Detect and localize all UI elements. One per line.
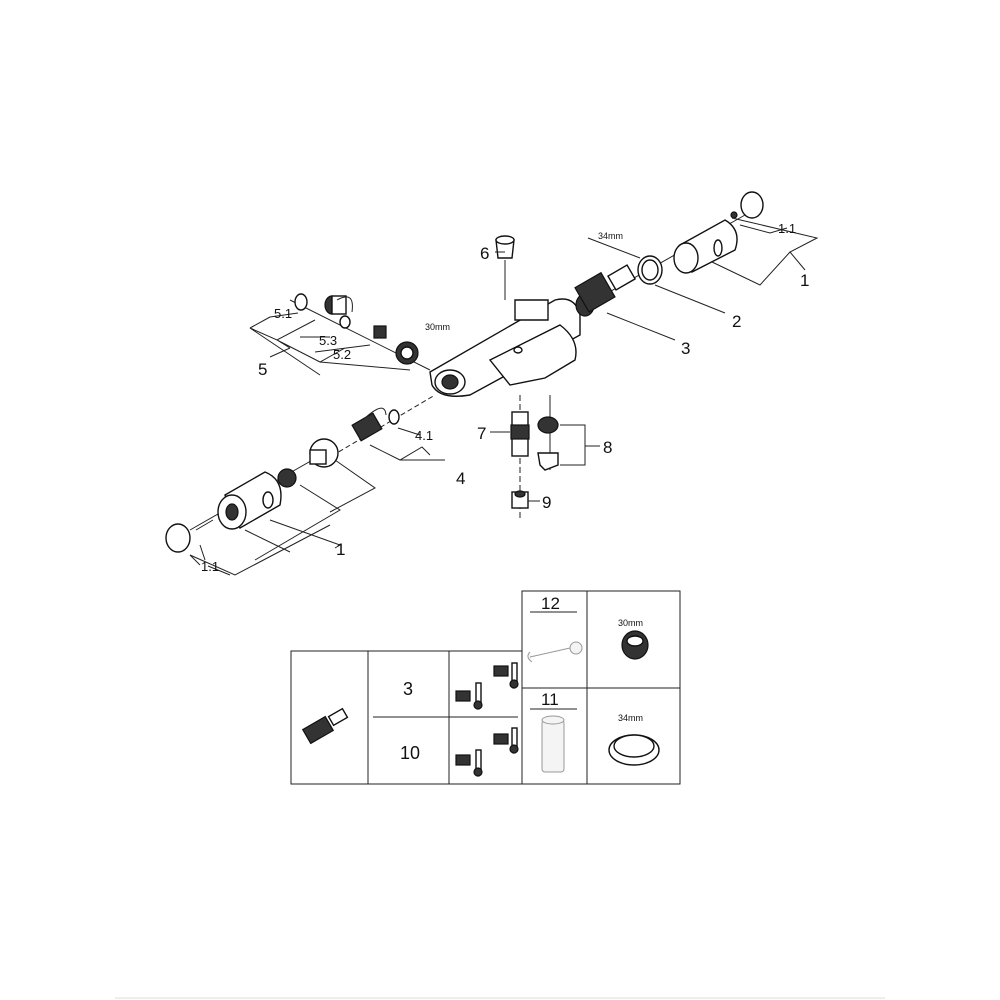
callout-5-3: 5.3	[319, 333, 337, 348]
callout-5-2: 5.2	[333, 347, 351, 362]
thermo-cartridge-3	[574, 264, 637, 317]
diverter-7	[510, 411, 530, 457]
callout-34mm: 34mm	[598, 231, 623, 241]
parts-group-5	[294, 293, 419, 365]
callout-1-1-left: 1.1	[201, 559, 219, 574]
callout-5-1: 5.1	[274, 306, 292, 321]
callout-1-left: 1	[336, 540, 345, 559]
ring-34mm-label: 34mm	[618, 713, 643, 723]
cartridge-image	[301, 707, 349, 745]
cap-6	[495, 235, 515, 259]
thermo-kit-image-10	[455, 727, 519, 777]
callout-6: 6	[480, 244, 489, 263]
wrench-icon	[527, 641, 583, 663]
nut-30mm-icon	[621, 630, 649, 660]
socket-tool-icon	[541, 715, 565, 773]
leader-lines	[189, 217, 819, 576]
diverter-8	[537, 416, 559, 471]
ring-34mm-icon	[608, 734, 660, 766]
callout-8: 8	[603, 438, 612, 457]
callout-4-1: 4.1	[415, 428, 433, 443]
callout-2: 2	[732, 312, 741, 331]
spare-parts-table: 3 10 12 11 30mm 34mm	[290, 590, 681, 785]
handle-left-1	[165, 438, 339, 553]
aerator-9	[511, 490, 529, 509]
nut-34mm-2	[637, 255, 663, 285]
cap-right-1-1	[730, 191, 764, 219]
callout-30mm: 30mm	[425, 322, 450, 332]
handle-right-1	[673, 219, 738, 274]
table-row-3: 3	[403, 679, 413, 699]
tool-11-label: 11	[541, 690, 559, 709]
callout-1-right: 1	[800, 271, 809, 290]
nut-30mm-label: 30mm	[618, 618, 643, 628]
callout-1-1-right: 1.1	[778, 221, 796, 236]
callout-7: 7	[477, 424, 486, 443]
parts-group-4	[351, 407, 400, 442]
callout-4: 4	[456, 469, 465, 488]
tool-12-label: 12	[541, 594, 560, 613]
callout-5: 5	[258, 360, 267, 379]
callout-labels: 6 34mm 1.1 1 2 3 5.1 5.3 5.2 5 30mm 4.1 …	[201, 221, 809, 574]
table-row-10: 10	[400, 743, 420, 763]
callout-9: 9	[542, 493, 551, 512]
mixer-body	[429, 298, 581, 397]
callout-3: 3	[681, 339, 690, 358]
thermo-kit-image-3	[455, 662, 519, 710]
